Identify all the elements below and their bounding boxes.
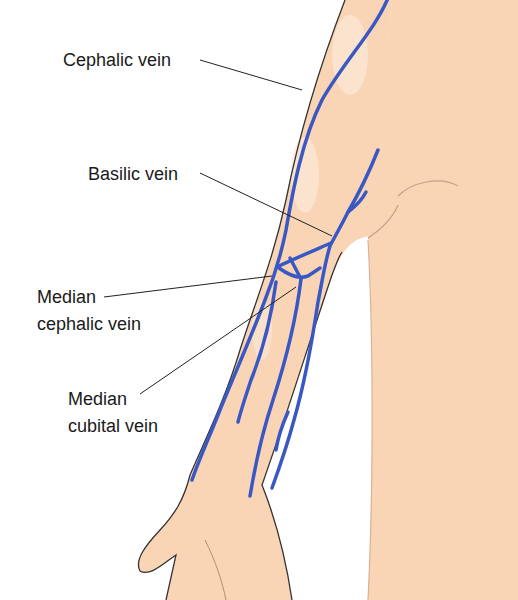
part-label: Cephalic vein — [63, 47, 223, 74]
leader-line — [140, 287, 296, 394]
part-label: Basilic vein — [88, 161, 228, 188]
part-label: Median cubital vein — [68, 386, 173, 440]
leader-line — [200, 173, 332, 236]
hand-line — [205, 540, 226, 600]
chest-line — [398, 181, 458, 196]
basilic-vein — [272, 150, 378, 488]
torso-edge — [368, 240, 372, 600]
armpit-line — [368, 205, 398, 238]
vein-branch — [238, 282, 276, 422]
veins — [192, 0, 388, 496]
vein-branch — [290, 258, 301, 279]
leader-lines — [104, 60, 332, 394]
highlight — [332, 15, 368, 95]
median-cubital-vein — [279, 243, 331, 266]
part-label: Median cephalic vein — [37, 284, 152, 338]
vein-branch — [276, 412, 288, 450]
torso — [368, 0, 518, 600]
median-antebrachial-vein — [250, 279, 301, 496]
cephalic-vein — [192, 0, 388, 480]
arm-outline — [138, 0, 345, 600]
leader-line — [200, 60, 302, 90]
leader-line — [104, 276, 272, 297]
vein-branch — [348, 192, 366, 212]
